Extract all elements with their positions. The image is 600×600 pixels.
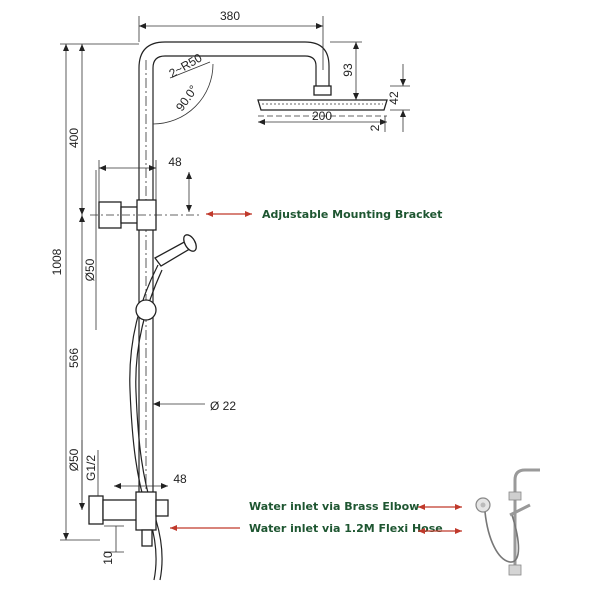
dim-2: 2 xyxy=(368,124,382,131)
dim-42: 42 xyxy=(387,91,401,105)
hand-shower xyxy=(129,234,197,581)
annotation-elbow-label: Water inlet via Brass Elbow xyxy=(249,500,419,513)
shower-head xyxy=(257,85,388,117)
dim-angle: 90.0° xyxy=(173,82,201,113)
dim-bottom-dia: Ø50 xyxy=(67,448,81,471)
dim-400: 400 xyxy=(67,128,81,148)
radius-callout xyxy=(152,61,214,125)
annotation-bracket-label: Adjustable Mounting Bracket xyxy=(262,208,442,221)
dim-566: 566 xyxy=(67,348,81,368)
dim-200: 200 xyxy=(312,109,332,123)
dim-93: 93 xyxy=(341,63,355,77)
shower-rail xyxy=(138,41,330,520)
dim-48-bottom: 48 xyxy=(173,472,187,486)
dim-1008: 1008 xyxy=(50,248,64,275)
annotation-bracket: Adjustable Mounting Bracket xyxy=(206,208,442,221)
dim-380: 380 xyxy=(220,9,240,23)
dim-pipe-dia: Ø 22 xyxy=(210,399,236,413)
dim-bracket-dia: Ø50 xyxy=(83,258,97,281)
dim-48-bracket: 48 xyxy=(168,155,182,169)
bottom-valve xyxy=(88,491,169,547)
mounting-bracket xyxy=(90,199,200,231)
product-thumbnail xyxy=(475,468,540,576)
dim-thread: G1/2 xyxy=(84,455,98,481)
dim-radius: 2~R50 xyxy=(167,50,205,80)
dim-10: 10 xyxy=(101,551,115,565)
annotation-hose: Water inlet via 1.2M Flexi Hose xyxy=(170,522,462,535)
annotation-hose-label: Water inlet via 1.2M Flexi Hose xyxy=(249,522,443,535)
annotation-elbow: Water inlet via Brass Elbow xyxy=(249,500,462,513)
dimension-lines xyxy=(60,16,410,553)
